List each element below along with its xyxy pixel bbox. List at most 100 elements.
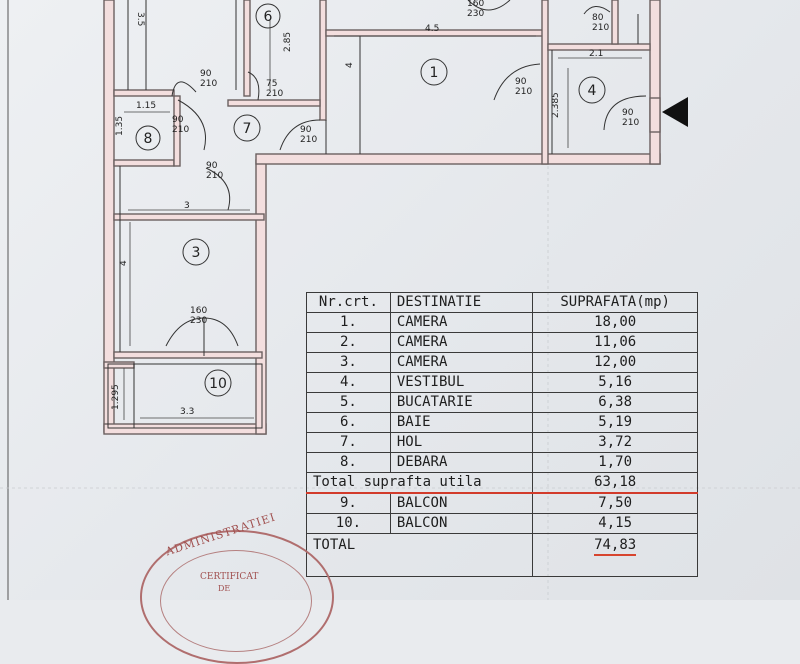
row-destination: DEBARA [389,452,534,473]
row-nr: 10. [306,513,391,534]
row-destination: BUCATARIE [389,392,534,413]
door-height: 210 [622,118,639,128]
useful-total-row: Total suprafta utila 63,18 [305,472,698,494]
header-area: SUPRAFATA(mp) [532,292,698,313]
row-area: 18,00 [532,312,698,333]
room-number: 8 [144,131,153,147]
useful-total-value: 63,18 [532,472,698,494]
row-destination: HOL [389,432,534,453]
table-header-row: Nr.crt. DESTINATIE SUPRAFATA(mp) [306,292,698,313]
door-swing [279,119,321,151]
door-swing [583,6,611,15]
room-number: 6 [264,9,273,25]
dim-label: 4 [119,260,129,266]
dim-label: 1.35 [115,116,125,136]
door-width: 90 [172,115,184,125]
row-destination: BALCON [389,492,534,514]
room-number: 1 [430,65,439,81]
area-table: Nr.crt. DESTINATIE SUPRAFATA(mp) 1.CAMER… [305,292,698,577]
door-swing [493,63,541,101]
door-height: 210 [172,125,189,135]
row-area: 5,16 [532,372,698,393]
row-nr: 3. [306,352,391,373]
grand-total-row: TOTAL 74,83 [305,533,698,577]
door-width: 90 [206,161,218,171]
door-width: 160 [190,306,207,316]
room-number: 7 [243,121,252,137]
door-height: 210 [206,171,223,181]
row-area: 3,72 [532,432,698,453]
dim-label: 1.15 [136,101,156,111]
door-swing [171,81,197,97]
entrance-arrow-icon [662,97,688,127]
door-swing [205,167,231,211]
dim-label: 2.385 [551,92,561,118]
door-swings [165,0,647,356]
dimension-lines [123,20,642,420]
door-height: 210 [300,135,317,145]
stamp-line: CERTIFICAT [200,572,259,582]
stamp-inner-ring [160,550,312,652]
useful-total-label: Total suprafta utila [305,472,534,494]
door-swing [177,99,206,151]
row-destination: CAMERA [389,312,534,333]
row-nr: 4. [306,372,391,393]
dim-label: 4.5 [425,24,439,34]
row-area: 6,38 [532,392,698,413]
balcony-outline [107,0,639,429]
dimension-labels: 4.5 4 2.85 2.1 2.385 1.15 1.35 3 4 1.295… [111,12,603,417]
door-height: 230 [467,9,484,19]
door-swing [247,71,260,101]
room-number: 10 [209,376,227,392]
door-width: 80 [592,13,604,23]
row-destination: BALCON [389,513,534,534]
door-width: 90 [515,77,527,87]
row-area: 5,19 [532,412,698,433]
row-nr: 1. [306,312,391,333]
official-stamp: ADMINISTRATIEI CERTIFICAT DE [140,510,334,664]
grand-total-value: 74,83 [594,537,637,556]
exterior-walls [103,0,661,435]
row-nr: 7. [306,432,391,453]
row-destination: VESTIBUL [389,372,534,393]
dim-label: 1.295 [111,384,121,410]
door-width: 75 [266,79,277,89]
door-height: 210 [266,89,283,99]
room-number: 4 [588,83,597,99]
row-nr: 9. [306,492,391,514]
header-nr: Nr.crt. [306,292,391,313]
dim-label: 4 [345,62,355,68]
floor-plan-drawing: 4.5 4 2.85 2.1 2.385 1.15 1.35 3 4 1.295… [0,0,800,600]
row-area: 4,15 [532,513,698,534]
row-nr: 5. [306,392,391,413]
grand-total-label: TOTAL [305,533,534,577]
row-area: 1,70 [532,452,698,473]
door-swing [603,95,647,131]
room-number: 3 [192,245,201,261]
door-labels: 160 230 80 210 90 210 75 210 90 210 90 2… [172,0,639,326]
row-nr: 2. [306,332,391,353]
door-height: 210 [200,79,217,89]
dim-label: 3.3 [180,407,194,417]
row-destination: CAMERA [389,352,534,373]
row-nr: 6. [306,412,391,433]
row-destination: BAIE [389,412,534,433]
door-height: 210 [592,23,609,33]
dim-label: 3.5 [135,12,145,26]
door-height: 230 [190,316,207,326]
dim-label: 2.85 [283,32,293,52]
row-area: 7,50 [532,492,698,514]
dim-label: 2.1 [589,49,603,59]
door-width: 90 [200,69,212,79]
door-swing [467,0,511,11]
